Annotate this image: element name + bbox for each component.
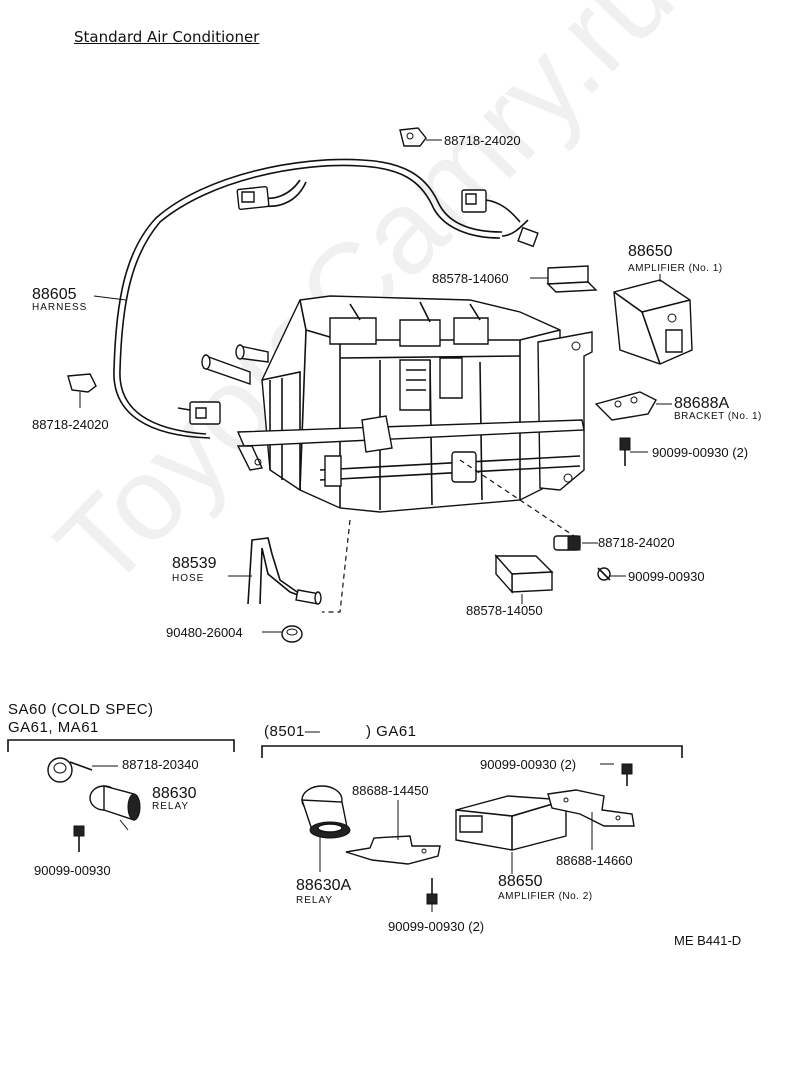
label-clamp-top: 88718-24020 [444,133,521,148]
label-pad-top: 88578-14060 [432,271,509,286]
amplifier-no2 [456,796,566,874]
dashed-leader-hose [322,520,350,612]
label-grommet: 90480-26004 [166,625,243,640]
label-relay-88630-name: RELAY [152,801,190,812]
clamp-left [68,374,96,408]
bracket-88688-14450 [346,800,440,864]
label-pad-bottom: 88578-14050 [466,603,543,618]
label-harness-number: 88605 [32,286,77,303]
page-title: Standard Air Conditioner [74,28,260,46]
screw-bottom [427,878,437,912]
label-hose-name: HOSE [172,573,205,584]
relay-88630 [90,786,140,830]
section-right-heading-open: (8501— [264,723,321,740]
evaporator-unit [202,296,592,512]
harness-connector-left [237,186,269,209]
label-relay-88630-number: 88630 [152,785,197,802]
harness-wire [114,159,528,438]
screw-top-right [600,764,632,786]
reference-code: ME B441-D [674,933,742,948]
hose [228,538,321,604]
label-amplifier2-number: 88650 [498,873,543,890]
grommet [262,626,302,642]
label-screw-bottom: 90099-00930 (2) [388,919,485,934]
section-right-bracket [262,746,682,758]
section-left-bracket [8,740,234,752]
section-left-heading-2: GA61, MA61 [8,719,99,736]
label-screw-1: 90099-00930 (2) [652,445,749,460]
pad-top [530,266,596,292]
label-bracket-88688-14450: 88688-14450 [352,783,429,798]
harness-plug-lower [178,402,220,424]
label-amplifier2-name: AMPLIFIER (No. 2) [498,891,593,902]
label-hose-number: 88539 [172,555,217,572]
amplifier-no1 [614,274,692,364]
clamp-right [554,536,598,550]
clamp-top [400,128,442,146]
screw-1 [620,438,648,466]
section-left-heading-1: SA60 (COLD SPEC) [8,701,154,718]
label-screw-2: 90099-00930 [628,569,705,584]
section-right-heading-close: ) GA61 [366,723,417,740]
harness-connector-right [462,190,538,246]
relay-88630a [302,786,350,872]
bracket-88688-14660 [548,790,634,850]
screw-2 [598,568,626,580]
clamp-cold-spec [48,758,118,782]
label-amplifier1-number: 88650 [628,243,673,260]
label-amplifier1-name: AMPLIFIER (No. 1) [628,263,723,274]
label-clamp-cold-spec: 88718-20340 [122,757,199,772]
label-bracket1-name: BRACKET (No. 1) [674,411,762,422]
label-clamp-right: 88718-24020 [598,535,675,550]
label-bracket-88688-14660: 88688-14660 [556,853,633,868]
label-bracket1-number: 88688A [674,395,730,412]
dashed-leader-right [460,460,580,540]
label-screw-top-right: 90099-00930 (2) [480,757,577,772]
label-clamp-left: 88718-24020 [32,417,109,432]
pad-bottom [496,556,552,604]
label-harness-name: HARNESS [32,302,88,313]
bracket-no1 [596,392,672,420]
label-screw-cold-spec: 90099-00930 [34,863,111,878]
label-relay-88630a-number: 88630A [296,877,352,894]
screw-cold-spec [74,826,84,852]
label-relay-88630a-name: RELAY [296,895,334,906]
